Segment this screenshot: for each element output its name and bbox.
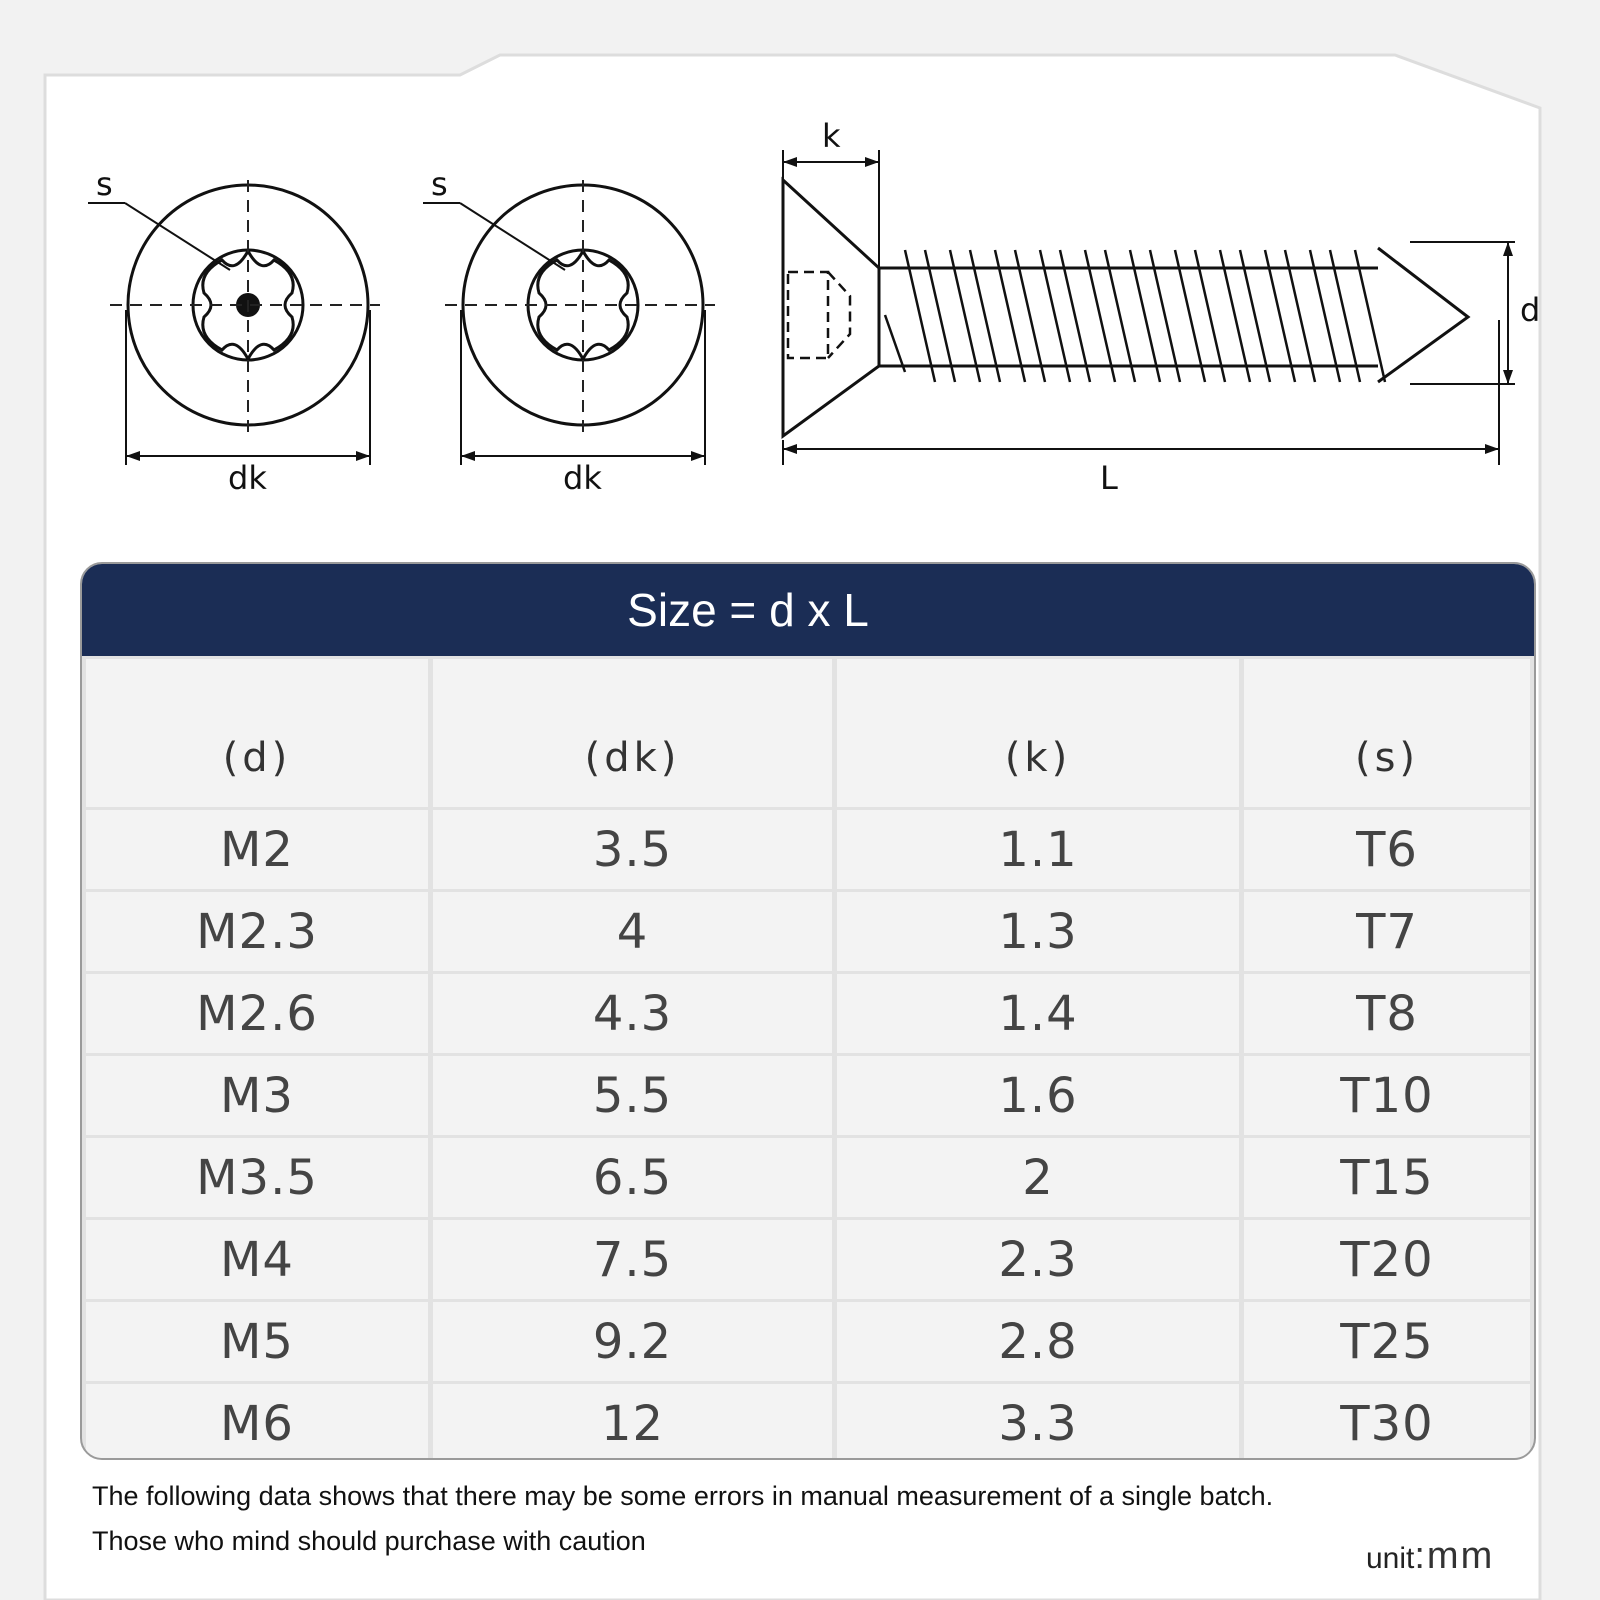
table-cell: T6 xyxy=(1244,810,1530,889)
unit-text: unit xyxy=(1366,1542,1415,1575)
table-cell: M2.6 xyxy=(86,974,428,1053)
table-cell: 3.5 xyxy=(433,810,832,889)
table-cell: M2 xyxy=(86,810,428,889)
unit-value: :mm xyxy=(1414,1535,1495,1577)
table-cell: 1.3 xyxy=(837,892,1239,971)
label-dk-left: dk xyxy=(228,459,267,497)
table-cell: T15 xyxy=(1244,1138,1530,1217)
table-cell: 2 xyxy=(837,1138,1239,1217)
table-cell: 1.6 xyxy=(837,1056,1239,1135)
measurement-note-line2: Those who mind should purchase with caut… xyxy=(92,1526,646,1556)
table-cell: M3 xyxy=(86,1056,428,1135)
size-table: Size = d x L (d) (dk) (k) (s) M2 3.5 1.1… xyxy=(80,562,1536,1460)
table-cell: 6.5 xyxy=(433,1138,832,1217)
label-L: L xyxy=(1100,459,1118,497)
table-cell: 1.1 xyxy=(837,810,1239,889)
table-cell: T20 xyxy=(1244,1220,1530,1299)
table-cell: M3.5 xyxy=(86,1138,428,1217)
measurement-note-line1: The following data shows that there may … xyxy=(92,1481,1274,1511)
column-header-k: (k) xyxy=(837,659,1239,807)
column-header-d: (d) xyxy=(86,659,428,807)
column-header-s: (s) xyxy=(1244,659,1530,807)
table-cell: M5 xyxy=(86,1302,428,1381)
table-cell: 2.8 xyxy=(837,1302,1239,1381)
unit-label: unit:mm xyxy=(1366,1535,1494,1578)
table-cell: T10 xyxy=(1244,1056,1530,1135)
screw-head-view-security xyxy=(88,180,380,465)
table-cell: 3.3 xyxy=(837,1384,1239,1458)
table-cell: 1.4 xyxy=(837,974,1239,1053)
label-k: k xyxy=(822,117,841,155)
column-header-dk: (dk) xyxy=(433,659,832,807)
table-cell: 9.2 xyxy=(433,1302,832,1381)
screw-side-view xyxy=(781,150,1515,465)
label-s-left: s xyxy=(96,165,113,203)
label-s-right: s xyxy=(431,165,448,203)
screw-head-view-torx xyxy=(423,180,715,465)
table-cell: 7.5 xyxy=(433,1220,832,1299)
table-cell: M6 xyxy=(86,1384,428,1458)
label-dk-right: dk xyxy=(563,459,602,497)
table-cell: T30 xyxy=(1244,1384,1530,1458)
table-cell: M2.3 xyxy=(86,892,428,971)
size-table-grid: (d) (dk) (k) (s) M2 3.5 1.1 T6 M2.3 4 1.… xyxy=(82,656,1534,1458)
table-cell: 4.3 xyxy=(433,974,832,1053)
table-cell: 4 xyxy=(433,892,832,971)
table-cell: T7 xyxy=(1244,892,1530,971)
table-cell: 5.5 xyxy=(433,1056,832,1135)
table-cell: T25 xyxy=(1244,1302,1530,1381)
size-table-title: Size = d x L xyxy=(82,564,1534,656)
table-cell: T8 xyxy=(1244,974,1530,1053)
label-d: d xyxy=(1520,291,1541,329)
table-cell: 2.3 xyxy=(837,1220,1239,1299)
table-cell: M4 xyxy=(86,1220,428,1299)
screw-technical-drawing xyxy=(88,150,1515,465)
dimension-arrowheads xyxy=(783,157,1513,454)
table-cell: 12 xyxy=(433,1384,832,1458)
